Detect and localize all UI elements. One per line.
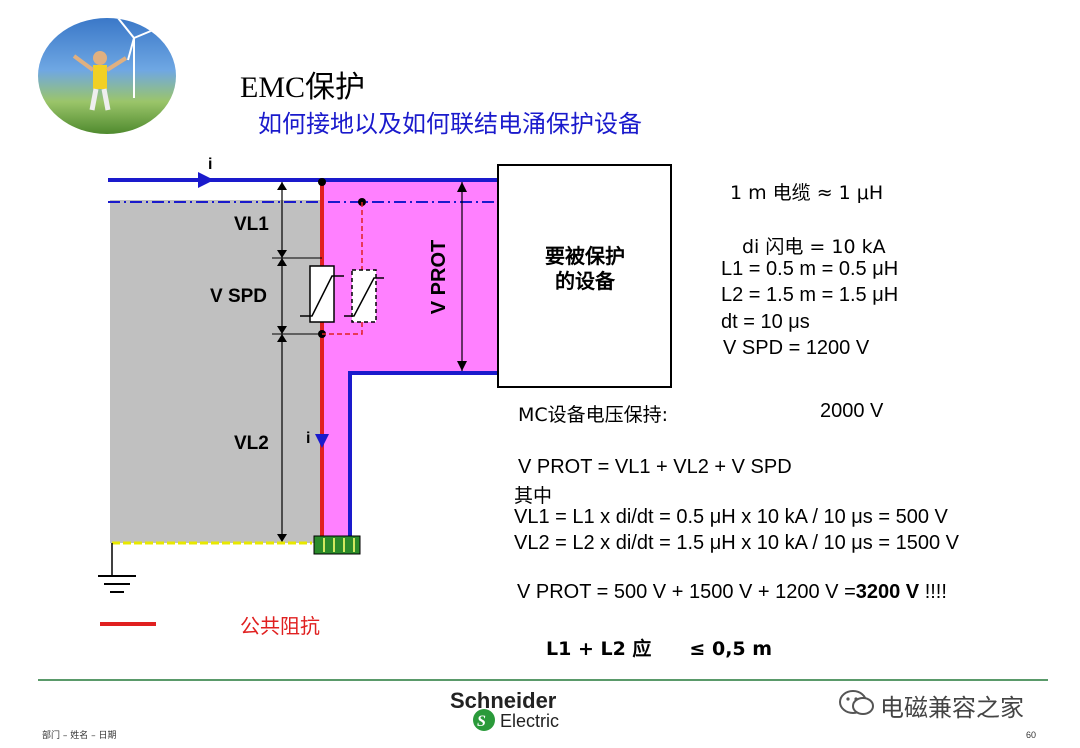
svg-text:S: S bbox=[477, 713, 486, 730]
vl1-label: VL1 bbox=[234, 214, 269, 235]
withstand-label: MC设备电压保持: bbox=[518, 404, 669, 426]
page-title: EMC保护 bbox=[240, 71, 366, 104]
withstand-value: 2000 V bbox=[820, 400, 884, 422]
footer-divider bbox=[38, 679, 1048, 681]
protected-box-text: 要被保护 的设备 bbox=[545, 244, 625, 293]
vl2-calc: VL2 = L2 x di/dt = 1.5 μH x 10 kA / 10 μ… bbox=[514, 532, 959, 554]
di-spec: di 闪电 = 10 kA bbox=[742, 236, 886, 258]
windmill-kid-image bbox=[72, 18, 159, 111]
legend-red-line bbox=[100, 622, 156, 626]
vprot-label: V PROT bbox=[428, 240, 450, 314]
gray-region bbox=[110, 200, 322, 543]
page-number: 60 bbox=[1026, 730, 1037, 740]
magenta-region bbox=[322, 180, 498, 373]
length-requirement: L1 + L2 应≤ 0,5 m bbox=[546, 638, 773, 660]
dt-spec: dt = 10 μs bbox=[721, 311, 810, 333]
current-label-mid: i bbox=[306, 430, 311, 447]
current-arrow-icon bbox=[198, 172, 214, 188]
page-subtitle: 如何接地以及如何联结电涌保护设备 bbox=[258, 110, 642, 138]
vspd-label: V SPD bbox=[210, 286, 268, 307]
footer-dept: 部门 – 姓名 – 日期 bbox=[42, 731, 117, 741]
schneider-logo-icon: S bbox=[473, 709, 495, 731]
brand-subname: Electric bbox=[500, 711, 560, 731]
l2-spec: L2 = 1.5 m = 1.5 μH bbox=[721, 284, 899, 306]
wechat-icon bbox=[839, 690, 874, 715]
return-conductor bbox=[348, 371, 498, 543]
junction-dot bbox=[318, 178, 326, 186]
vl1-calc: VL1 = L1 x di/dt = 0.5 μH x 10 kA / 10 μ… bbox=[514, 506, 948, 528]
ground-bar bbox=[313, 535, 361, 555]
spd-wiring-diagram: V PROT bbox=[98, 164, 672, 593]
current-arrow-down-icon bbox=[315, 434, 329, 448]
l1-spec: L1 = 0.5 m = 0.5 μH bbox=[721, 258, 899, 280]
spd-device-icon bbox=[309, 265, 335, 323]
where-label: 其中 bbox=[514, 485, 553, 507]
current-label-top: i bbox=[208, 156, 213, 173]
brand-name: Schneider bbox=[450, 688, 557, 713]
vl2-label: VL2 bbox=[234, 433, 269, 454]
header-photo-logo bbox=[38, 18, 176, 134]
vprot-total: V PROT = 500 V + 1500 V + 1200 V =3200 V… bbox=[517, 581, 947, 603]
vspd-spec: V SPD = 1200 V bbox=[723, 337, 870, 359]
magenta-region-lower bbox=[322, 373, 350, 543]
cable-spec: 1 m 电缆 ≈ 1 μH bbox=[730, 182, 884, 204]
legend-label: 公共阻抗 bbox=[240, 614, 320, 638]
vprot-equation: V PROT = VL1 + VL2 + V SPD bbox=[518, 456, 792, 478]
protected-equipment-box bbox=[497, 164, 672, 388]
watermark-text: 电磁兼容之家 bbox=[880, 694, 1024, 722]
